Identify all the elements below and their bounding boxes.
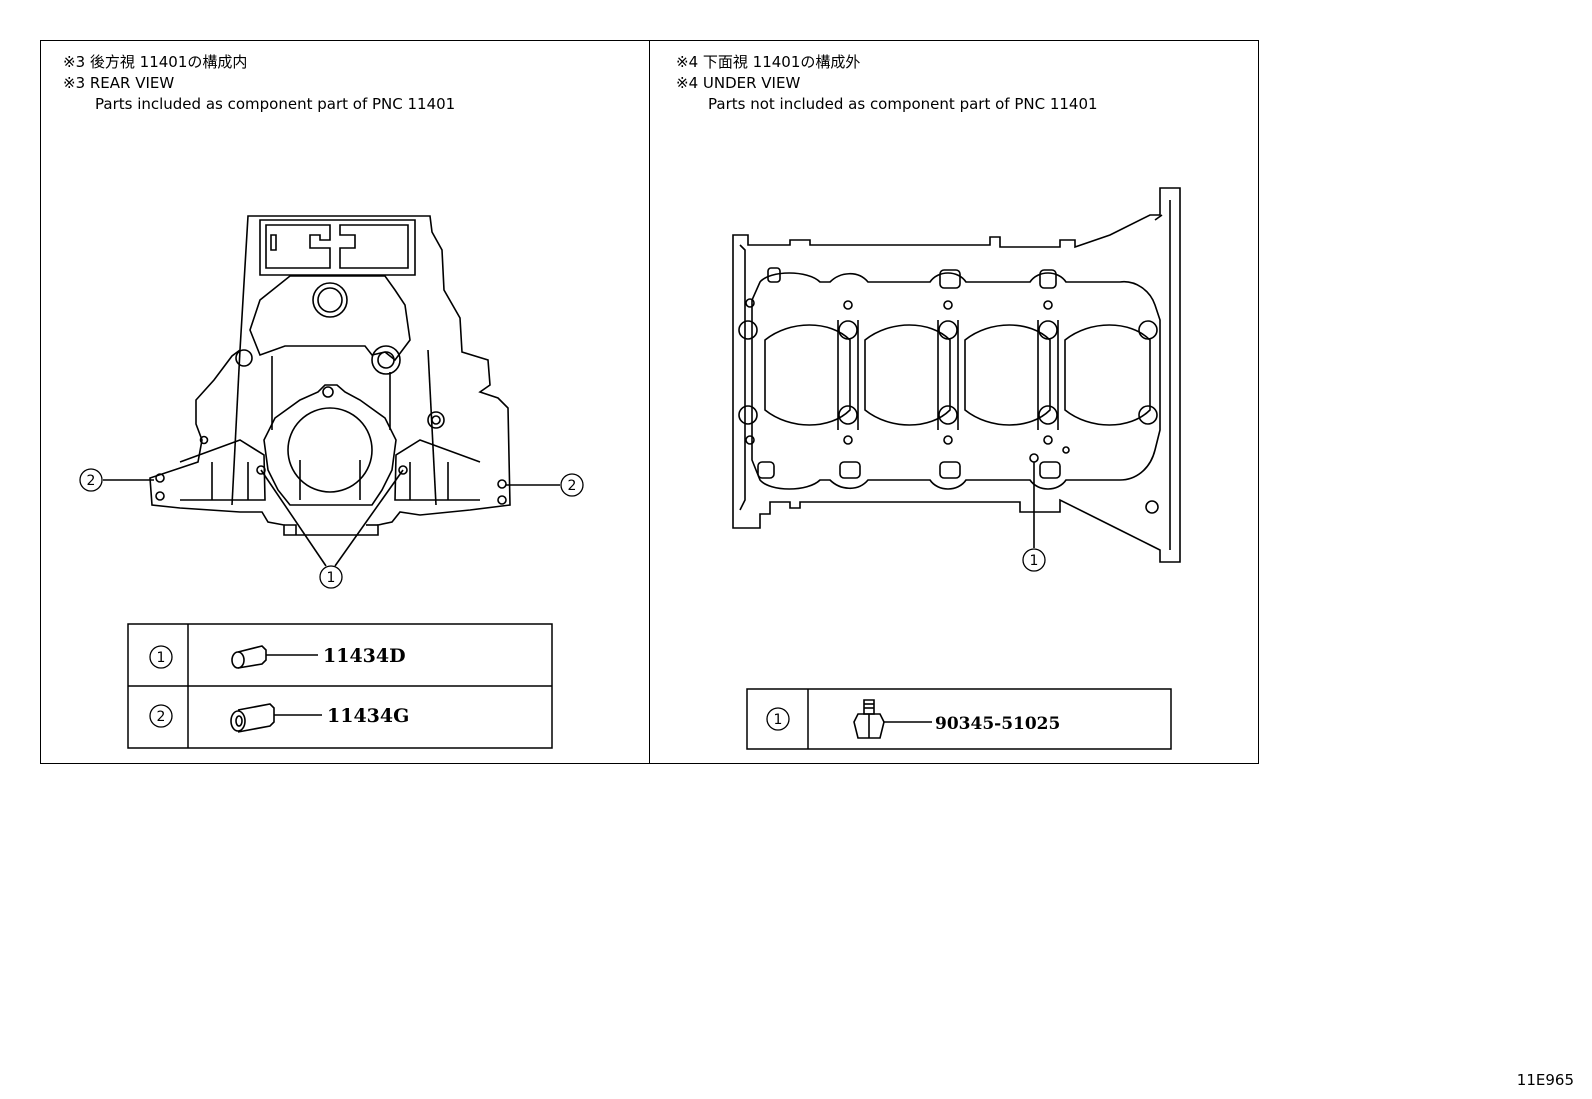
pin-11434g-icon <box>231 704 322 732</box>
right-parts-table: 1 90345-51025 <box>747 689 1171 749</box>
svg-text:1: 1 <box>1030 553 1039 569</box>
rear-view-block <box>150 200 510 535</box>
svg-text:1: 1 <box>774 712 783 728</box>
svg-text:2: 2 <box>568 478 577 494</box>
svg-text:2: 2 <box>157 709 166 725</box>
left-table-row-2: 2 11434G <box>150 704 409 732</box>
right-header-jp: ※4 下面視 11401の構成外 <box>676 53 861 71</box>
right-table-row-1: 1 90345-51025 <box>767 700 1060 738</box>
left-table-row-1: 1 11434D <box>150 645 406 668</box>
diagram-code: 11E965 <box>1516 1071 1574 1089</box>
right-header-desc: Parts not included as component part of … <box>708 95 1098 113</box>
callout-1-under: 1 <box>1023 549 1045 571</box>
callout-2-left: 2 <box>80 469 102 491</box>
right-header-view: ※4 UNDER VIEW <box>676 74 801 92</box>
left-header-view: ※3 REAR VIEW <box>63 74 175 92</box>
part-number-90345-51025: 90345-51025 <box>935 714 1060 734</box>
svg-text:2: 2 <box>87 473 96 489</box>
left-panel-header: ※3 後方視 11401の構成内 ※3 REAR VIEW Parts incl… <box>63 52 455 115</box>
svg-text:1: 1 <box>327 570 336 586</box>
left-parts-table: 1 11434D 2 11434G <box>128 624 552 748</box>
under-view-block <box>733 188 1180 562</box>
panel-divider <box>649 40 650 764</box>
svg-text:1: 1 <box>157 650 166 666</box>
left-header-desc: Parts included as component part of PNC … <box>95 95 456 113</box>
callout-1-rear: 1 <box>320 566 342 588</box>
part-number-11434d: 11434D <box>323 645 406 667</box>
right-panel-header: ※4 下面視 11401の構成外 ※4 UNDER VIEW Parts not… <box>676 52 1098 115</box>
part-number-11434g: 11434G <box>327 705 409 727</box>
pin-11434d-icon <box>232 646 318 668</box>
left-header-jp: ※3 後方視 11401の構成内 <box>63 53 248 71</box>
rear-view-leaders <box>103 470 560 566</box>
callout-2-right: 2 <box>561 474 583 496</box>
plug-bolt-icon <box>854 700 932 738</box>
rear-view-callouts: 2 2 1 <box>80 469 583 588</box>
